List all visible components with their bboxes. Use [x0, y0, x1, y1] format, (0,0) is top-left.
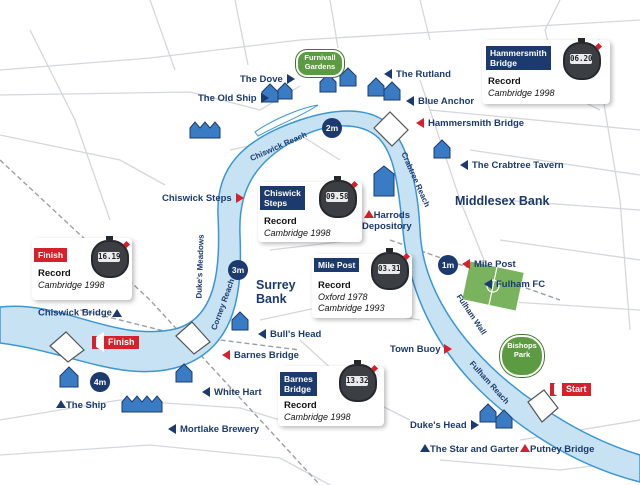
pointer-icon	[462, 259, 470, 270]
record-card-chiswick-steps: Chiswick Steps 09.58 Record Cambridge 19…	[258, 176, 362, 242]
pointer-icon	[554, 379, 562, 399]
pointer-icon	[202, 387, 210, 398]
landmark-dukes-head: Duke's Head	[410, 420, 479, 431]
stopwatch-time: 09.58	[326, 192, 349, 202]
pointer-icon	[222, 350, 230, 361]
landmark-putney-bridge: Putney Bridge	[520, 444, 594, 455]
record-value: Cambridge 1998	[38, 280, 105, 290]
record-card-hammersmith-bridge: Hammersmith Bridge 06.20 Record Cambridg…	[482, 38, 610, 104]
pointer-icon	[384, 69, 392, 80]
stopwatch-time: 03.31	[378, 264, 401, 274]
stopwatch-time: 06.20	[570, 54, 593, 64]
furnivall-gardens-label: Furnivall Gardens	[304, 53, 336, 71]
landmark-white-hart: White Hart	[202, 387, 262, 398]
stopwatch-icon: 09.58	[318, 176, 359, 218]
landmark-fulham-fc: Fulham FC	[484, 279, 545, 290]
stopwatch-icon: 16.19	[90, 236, 131, 278]
mile-marker-3m: 3m	[228, 260, 248, 280]
record-card-title: Finish	[34, 248, 68, 262]
pointer-icon	[286, 74, 295, 85]
pointer-icon	[260, 93, 269, 104]
landmark-mile-post: Mile Post	[462, 259, 516, 270]
mile-marker-2m: 2m	[322, 118, 342, 138]
pointer-icon	[235, 193, 244, 204]
mile-marker-1m: 1m	[438, 255, 458, 275]
landmark-bulls-head: Bull's Head	[258, 329, 321, 340]
pointer-icon	[363, 210, 374, 219]
pointer-icon	[484, 279, 492, 290]
pointer-icon	[460, 160, 468, 171]
football-pitch	[460, 259, 526, 313]
stopwatch-icon: 06.20	[562, 38, 603, 80]
landmark-mortlake-brewery: Mortlake Brewery	[168, 424, 259, 435]
record-value: Oxford 1978 Cambridge 1993	[318, 292, 385, 313]
landmark-town-buoy: Town Buoy	[390, 344, 453, 355]
pointer-icon	[56, 400, 66, 409]
landmark-the-ship: The Ship	[56, 400, 106, 411]
bishops-park-label: Bishops Park	[507, 341, 537, 359]
furnivall-gardens-marker: Furnivall Gardens	[296, 50, 344, 77]
pointer-icon	[258, 329, 266, 340]
pointer-icon	[520, 444, 530, 453]
record-label: Record	[284, 400, 317, 411]
bishops-park-marker: Bishops Park	[500, 335, 544, 377]
landmark-hammersmith-bridge: Hammersmith Bridge	[416, 118, 524, 129]
landmark-the-dove: The Dove	[240, 74, 295, 85]
stopwatch-time: 16.19	[98, 252, 121, 262]
record-label: Record	[318, 280, 351, 291]
record-card-title: Mile Post	[314, 258, 360, 272]
record-value: Cambridge 1998	[284, 412, 351, 422]
building-icons	[59, 67, 513, 429]
record-value: Cambridge 1998	[488, 88, 555, 98]
landmark-the-rutland: The Rutland	[384, 69, 451, 80]
record-card-finish: Finish 16.19 Record Cambridge 1998	[32, 236, 132, 300]
record-card-mile-post: Mile Post 03.31 Record Oxford 1978 Cambr…	[312, 248, 412, 318]
stopwatch-icon: 03.31	[370, 248, 411, 290]
pointer-icon	[111, 309, 122, 317]
pointer-icon	[416, 118, 424, 129]
bridges	[49, 111, 559, 423]
stopwatch-icon: 13.32	[338, 360, 379, 402]
record-card-barnes-bridge: Barnes Bridge 13.32 Record Cambridge 199…	[278, 360, 384, 426]
middlesex-bank-label: Middlesex Bank	[455, 194, 550, 208]
record-label: Record	[488, 76, 521, 87]
surrey-bank-label: Surrey Bank	[256, 278, 296, 306]
landmark-chiswick-bridge: Chiswick Bridge	[38, 307, 122, 319]
finish-flag: Finish	[92, 332, 139, 352]
pointer-icon	[406, 96, 414, 107]
landmark-the-star-and-garter: The Star and Garter	[420, 444, 519, 455]
pointer-icon	[470, 420, 479, 431]
pointer-icon	[96, 332, 104, 352]
record-card-title: Chiswick Steps	[260, 186, 305, 210]
landmark-the-old-ship: The Old Ship	[198, 93, 269, 104]
record-card-title: Hammersmith Bridge	[486, 46, 551, 70]
stopwatch-time: 13.32	[346, 376, 369, 386]
landmark-barnes-bridge: Barnes Bridge	[222, 350, 299, 361]
chiswick-eyot	[254, 104, 319, 137]
pointer-icon	[168, 424, 176, 435]
start-flag: Start	[550, 379, 591, 399]
landmark-the-crabtree-tavern: The Crabtree Tavern	[460, 160, 564, 171]
landmark-chiswick-steps: Chiswick Steps	[162, 193, 244, 204]
record-label: Record	[38, 268, 71, 279]
record-card-title: Barnes Bridge	[280, 372, 317, 396]
record-value: Cambridge 1998	[264, 228, 331, 238]
pointer-icon	[444, 344, 453, 355]
pointer-icon	[420, 444, 430, 453]
mile-marker-4m: 4m	[90, 372, 110, 392]
landmark-blue-anchor: Blue Anchor	[406, 96, 474, 107]
landmark-harrods-depository: Harrods Depository	[362, 210, 412, 232]
record-label: Record	[264, 216, 297, 227]
